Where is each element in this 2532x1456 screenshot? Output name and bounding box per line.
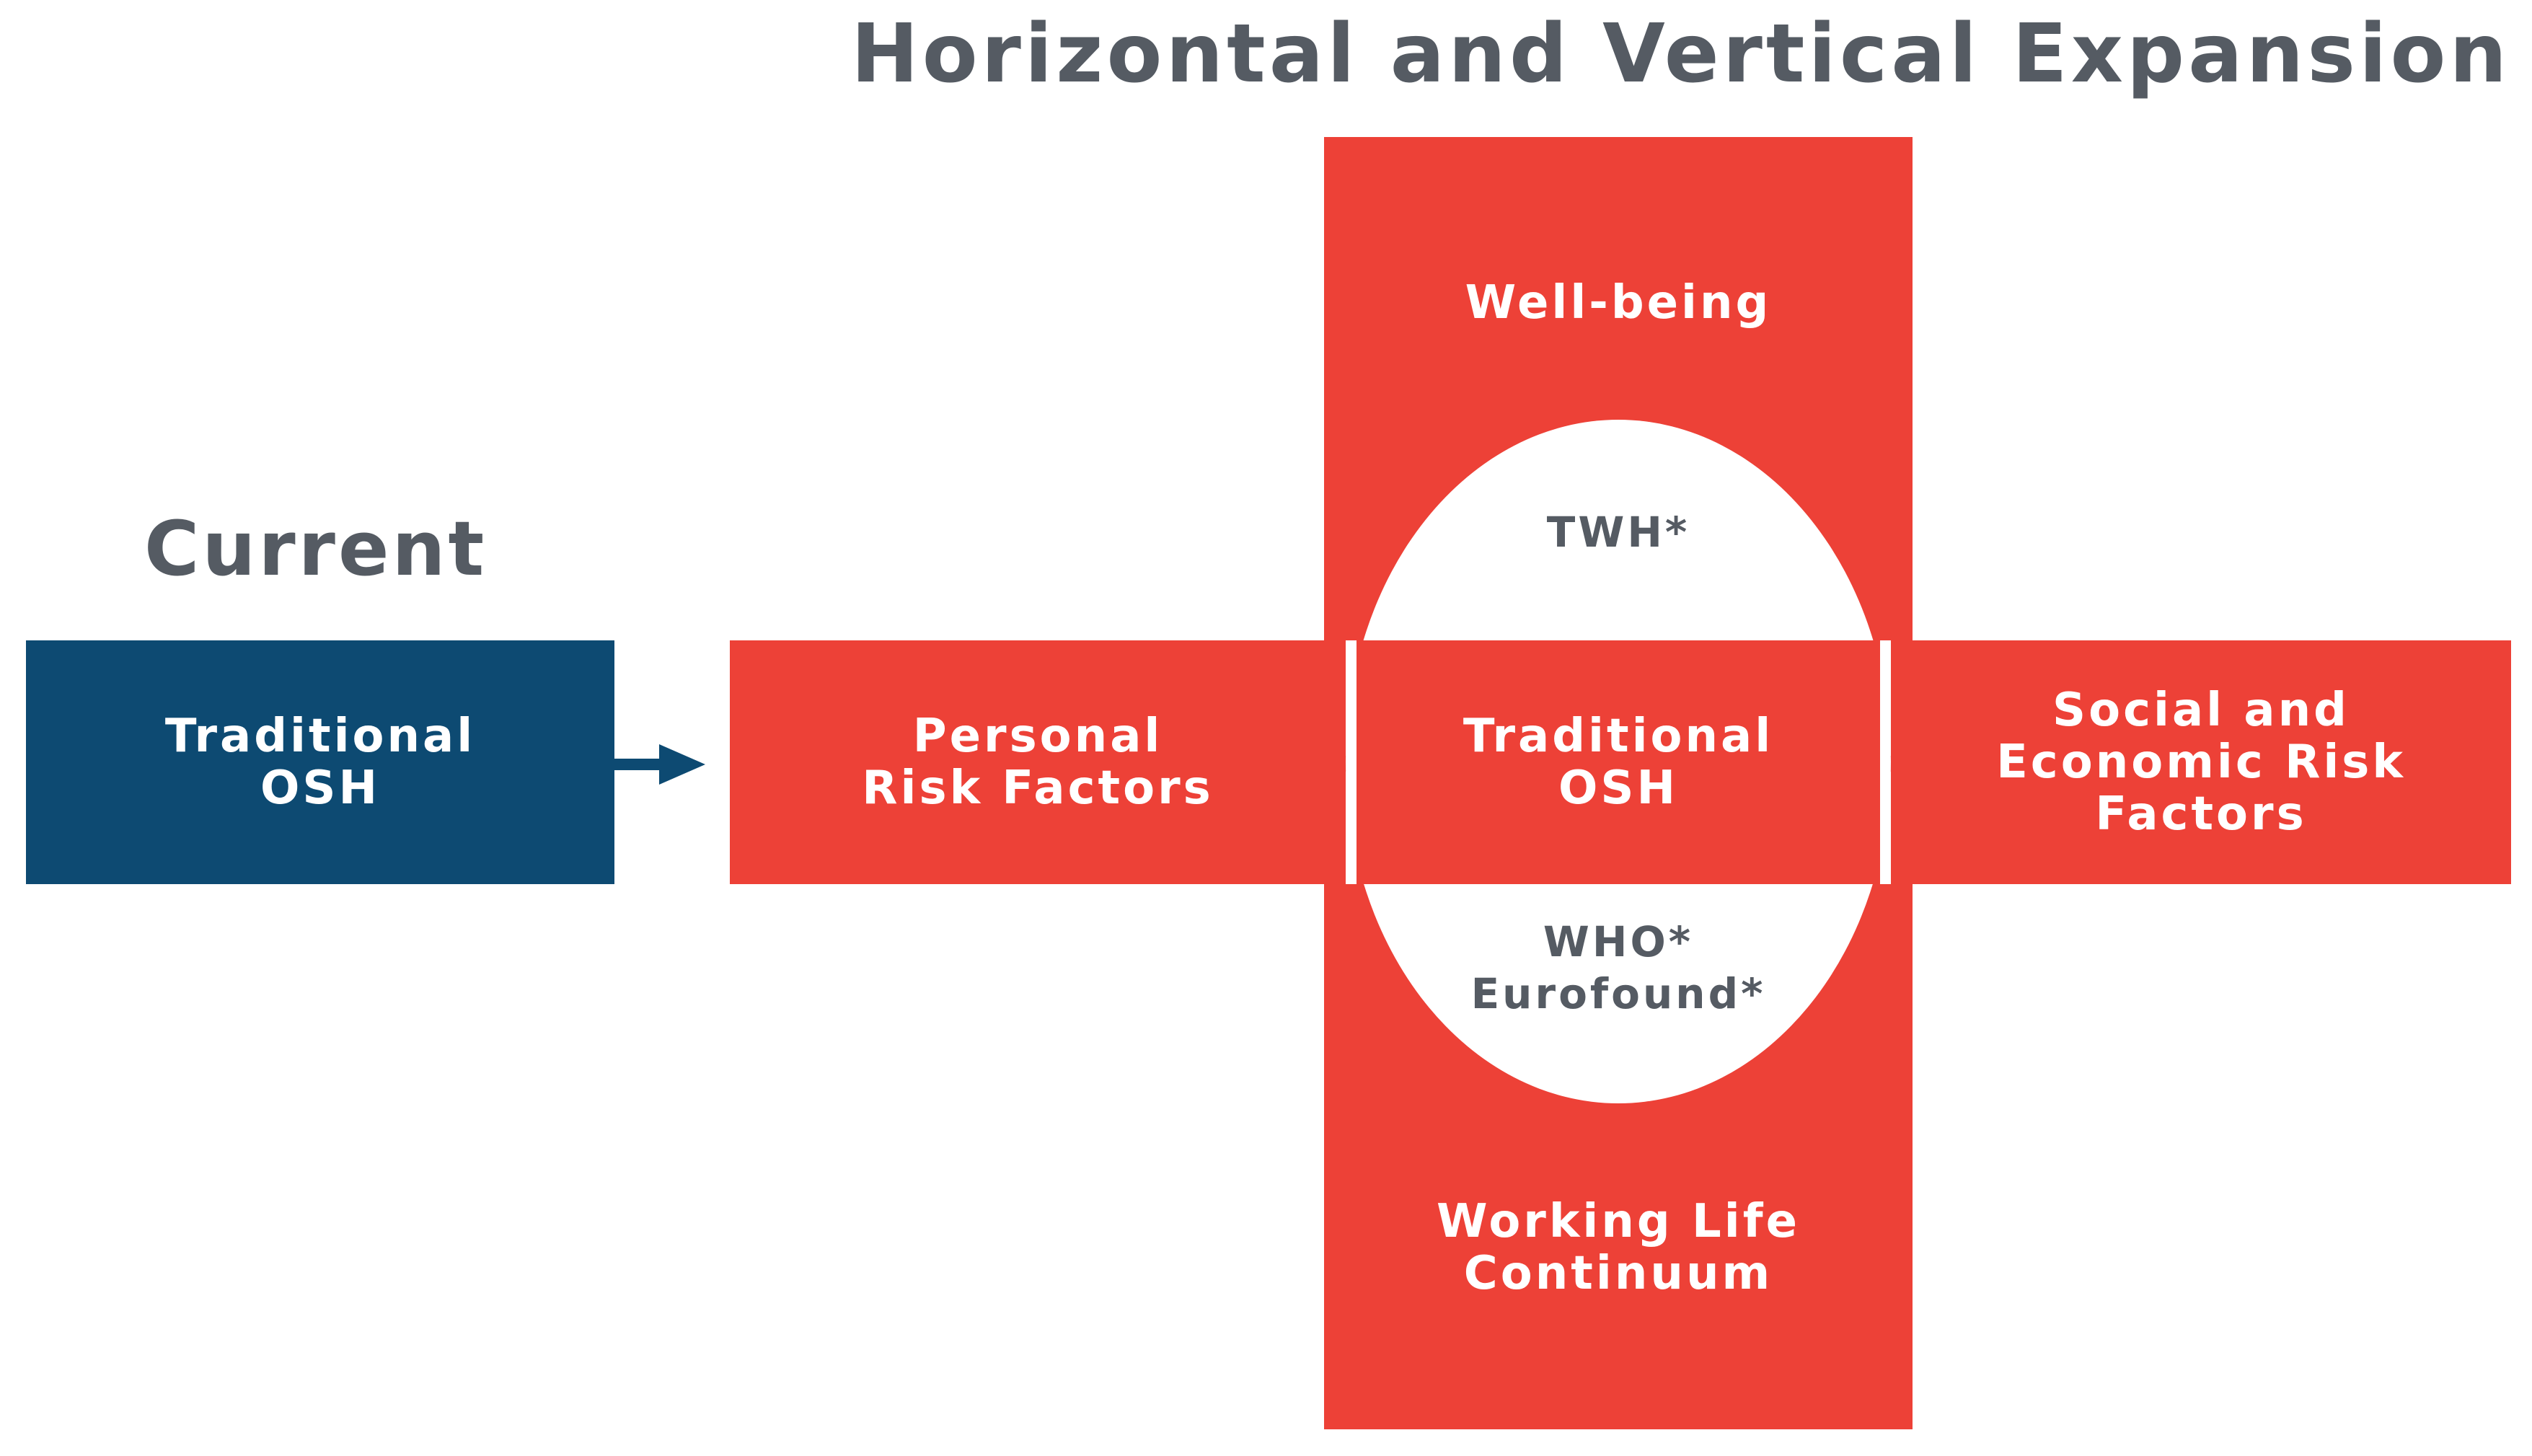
personal-risk-factors-label: Personal Risk Factors xyxy=(862,710,1214,815)
current-label: Current xyxy=(144,505,488,593)
twh-label: TWH* xyxy=(1546,508,1690,557)
bottom-working-life-continuum: Working Life Continuum xyxy=(1324,1190,1913,1305)
divider-right-lower xyxy=(1880,772,1891,884)
top-well-being: Well-being xyxy=(1324,267,1913,339)
center-traditional-osh-box xyxy=(1357,640,1880,884)
divider-left xyxy=(1346,640,1357,756)
social-economic-risk-factors-label: Social and Economic Risk Factors xyxy=(1996,684,2406,841)
current-traditional-osh-box: Traditional OSH xyxy=(26,640,614,884)
center-traditional-osh-label: Traditional OSH xyxy=(1463,710,1774,815)
working-life-continuum-label: Working Life Continuum xyxy=(1437,1195,1800,1300)
left-personal-risk-factors: Personal Risk Factors xyxy=(730,640,1346,884)
center-traditional-osh: Traditional OSH xyxy=(1357,640,1880,884)
arrow-icon xyxy=(614,744,705,785)
divider-left-lower xyxy=(1346,772,1357,884)
divider-right xyxy=(1880,640,1891,756)
current-box-text: Traditional OSH xyxy=(164,710,476,815)
well-being-label: Well-being xyxy=(1465,276,1772,330)
who-eurofound-label: WHO* Eurofound* xyxy=(1470,917,1766,1018)
diagram-title: Horizontal and Vertical Expansion xyxy=(851,7,2511,101)
right-social-economic-risk-factors: Social and Economic Risk Factors xyxy=(1891,640,2511,884)
